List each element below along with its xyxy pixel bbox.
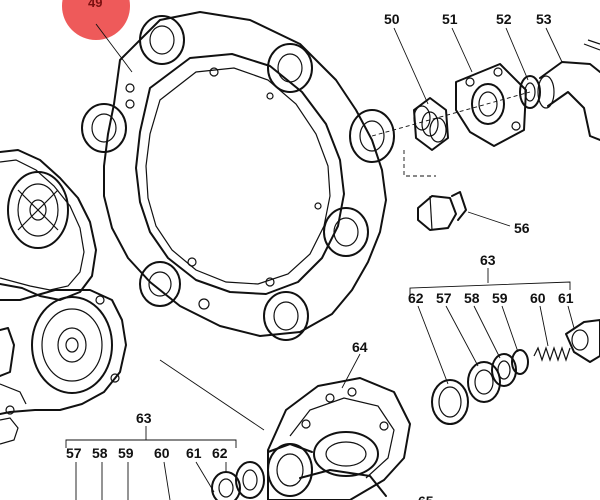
- callout-59-right: 59: [492, 290, 508, 306]
- boss-top-right: [267, 43, 313, 93]
- callout-65: 65: [418, 493, 434, 500]
- callout-53: 53: [536, 11, 552, 27]
- callout-60-right: 60: [530, 290, 546, 306]
- badge-circle: [62, 0, 130, 40]
- callout-56: 56: [514, 220, 530, 236]
- boss-bottom: [263, 291, 309, 341]
- axis-line-plug: [403, 150, 436, 177]
- callout-63-right: 63: [480, 252, 496, 268]
- oring-part-52: [519, 75, 541, 109]
- leader-lines: [65, 23, 575, 500]
- badge-label: 49: [88, 0, 102, 10]
- seal-part-57-right: [467, 361, 501, 403]
- callout-57-bottom: 57: [66, 445, 82, 461]
- callout-60-bottom: 60: [154, 445, 170, 461]
- boss-right: [349, 109, 395, 163]
- callout-50: 50: [384, 11, 400, 27]
- housing-part-64: [267, 377, 411, 500]
- callout-58-right: 58: [464, 290, 480, 306]
- plug-part-56: [417, 191, 511, 231]
- spring-part-50: [413, 97, 449, 151]
- callout-62-right: 62: [408, 290, 424, 306]
- callout-labels: 50 51 52 53 56 63 62 57 58 59 60 61 64 6…: [66, 11, 574, 500]
- callout-61-right: 61: [558, 290, 574, 306]
- seal-stack-right: [431, 319, 600, 425]
- callout-52: 52: [496, 11, 512, 27]
- seal-part-58-right: [491, 353, 517, 387]
- boss-left: [81, 103, 127, 153]
- left-housing-assembly: [0, 149, 127, 445]
- elbow-part-53: [537, 39, 600, 141]
- ring-frame: [81, 11, 395, 341]
- boss-top: [139, 15, 185, 65]
- spring-part-60-right: [533, 346, 571, 362]
- callout-58-bottom: 58: [92, 445, 108, 461]
- callout-64: 64: [352, 339, 368, 355]
- page-badge: 49: [62, 0, 130, 40]
- callout-57-right: 57: [436, 290, 452, 306]
- ring-part-59-right: [511, 349, 529, 375]
- flange-part-51: [455, 63, 527, 147]
- callout-62-bottom: 62: [212, 445, 228, 461]
- boss-right-lower: [323, 207, 369, 257]
- callout-59-bottom: 59: [118, 445, 134, 461]
- boss-bottom-left: [139, 261, 181, 307]
- valve-part-61-right: [565, 319, 600, 363]
- axis-line-upper: [371, 91, 531, 137]
- callout-51: 51: [442, 11, 458, 27]
- ring-part-62-right: [431, 379, 469, 425]
- callout-61-bottom: 61: [186, 445, 202, 461]
- callout-63-bottom: 63: [136, 410, 152, 426]
